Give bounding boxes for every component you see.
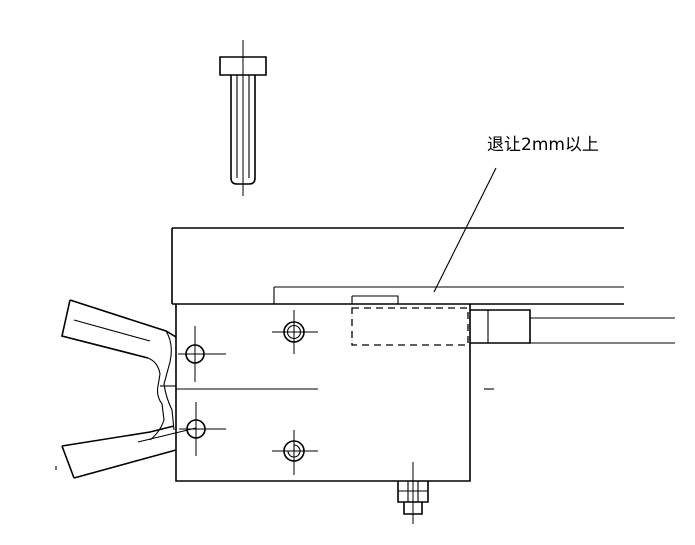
upper-plate — [171, 227, 624, 305]
main-block — [175, 304, 675, 482]
bottom-nut — [397, 462, 429, 524]
annotation: 退让2mm以上 — [433, 135, 599, 293]
holes — [178, 310, 318, 475]
annotation-text: 退让2mm以上 — [487, 135, 599, 155]
bolt — [219, 40, 267, 196]
gripper-jaws — [55, 299, 197, 479]
